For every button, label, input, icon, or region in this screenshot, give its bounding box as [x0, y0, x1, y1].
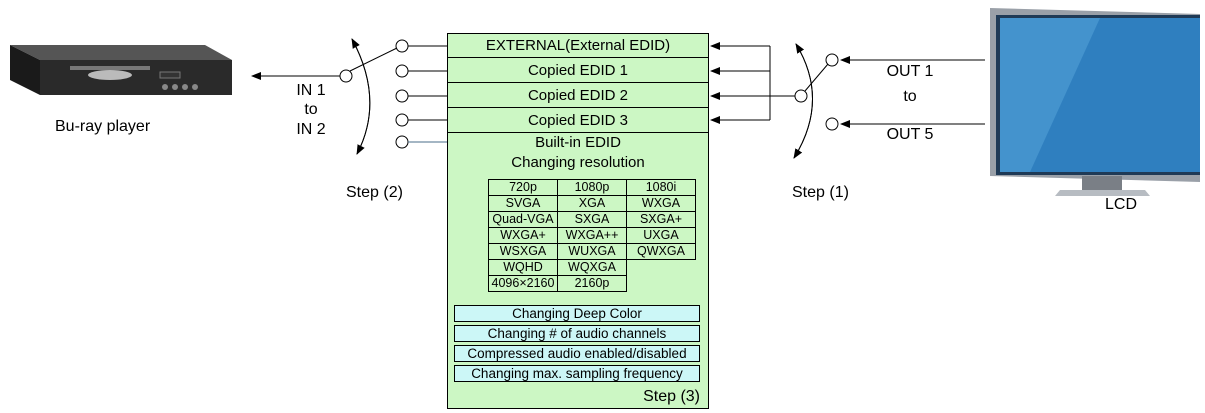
resolution-cell[interactable]: SXGA: [557, 211, 627, 228]
resolution-cell[interactable]: WQXGA: [557, 259, 627, 276]
resolution-cell-empty: [627, 276, 696, 292]
resolution-cell[interactable]: WSXGA: [488, 243, 558, 260]
resolution-cell[interactable]: WUXGA: [557, 243, 627, 260]
step-1-label: Step (1): [792, 184, 849, 201]
input-range-end: IN 2: [296, 121, 326, 138]
resolution-cell[interactable]: SVGA: [488, 195, 558, 212]
resolution-cell-empty: [627, 260, 696, 276]
lcd-monitor-icon: [990, 8, 1200, 196]
resolution-cell[interactable]: SXGA+: [626, 211, 696, 228]
resolution-cell[interactable]: 4096×2160: [488, 275, 558, 292]
edid-copied-1-row[interactable]: Copied EDID 1: [448, 59, 708, 83]
step-2-label: Step (2): [346, 184, 403, 201]
resolution-cell[interactable]: WQHD: [488, 259, 558, 276]
step-3-label: Step (3): [643, 388, 700, 405]
resolution-cell[interactable]: 1080p: [557, 179, 627, 196]
resolution-cell[interactable]: 1080i: [626, 179, 696, 196]
output-range-end: OUT 5: [886, 126, 934, 143]
resolution-cell[interactable]: 2160p: [557, 275, 627, 292]
audio-channels-button[interactable]: Changing # of audio channels: [454, 325, 700, 342]
resolution-cell[interactable]: Quad-VGA: [488, 211, 558, 228]
edid-panel: EXTERNAL(External EDID) Copied EDID 1 Co…: [447, 33, 709, 409]
resolution-grid: 720p 1080p 1080i SVGA XGA WXGA Quad-VGA …: [488, 179, 696, 292]
sampling-frequency-button[interactable]: Changing max. sampling frequency: [454, 365, 700, 382]
bluray-player-icon: [10, 45, 232, 95]
output-range-from: OUT 1: [886, 63, 934, 80]
resolution-cell[interactable]: XGA: [557, 195, 627, 212]
edid-copied-2-row[interactable]: Copied EDID 2: [448, 84, 708, 108]
resolution-cell[interactable]: UXGA: [626, 227, 696, 244]
edid-external-row[interactable]: EXTERNAL(External EDID): [448, 34, 708, 58]
input-range-from: IN 1: [296, 82, 326, 99]
resolution-cell[interactable]: QWXGA: [626, 243, 696, 260]
resolution-title: Changing resolution: [511, 154, 645, 171]
deep-color-button[interactable]: Changing Deep Color: [454, 305, 700, 322]
bluray-player-label: Bu-ray player: [55, 118, 151, 135]
resolution-cell[interactable]: WXGA: [626, 195, 696, 212]
input-range-to: to: [304, 101, 318, 118]
lcd-label: LCD: [1105, 196, 1138, 213]
output-range-to: to: [903, 88, 917, 105]
resolution-cell[interactable]: 720p: [488, 179, 558, 196]
builtin-edid-title: Built-in EDID: [535, 134, 621, 151]
compressed-audio-button[interactable]: Compressed audio enabled/disabled: [454, 345, 700, 362]
resolution-cell[interactable]: WXGA++: [557, 227, 627, 244]
edid-copied-3-row[interactable]: Copied EDID 3: [448, 109, 708, 133]
resolution-cell[interactable]: WXGA+: [488, 227, 558, 244]
